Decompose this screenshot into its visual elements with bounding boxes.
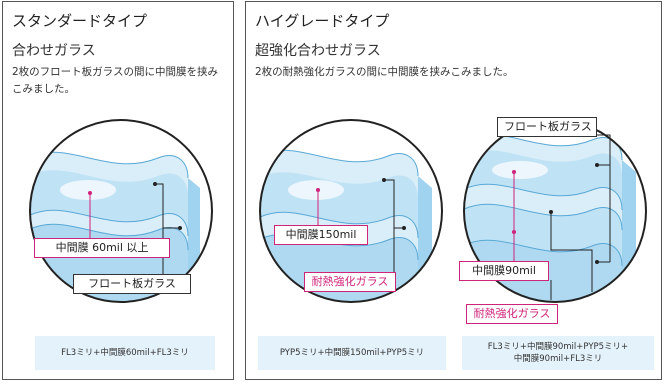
hg2-heat-glass-label: 耐熱強化ガラス: [466, 304, 558, 324]
standard-type-title: スタンダードタイプ: [12, 12, 148, 30]
hg1-spec-box: PYP5ミリ+中間膜150mil+PYP5ミリ: [258, 336, 446, 370]
high-grade-description: 2枚の耐熱強化ガラスの間に中間膜を挟みこみました。: [255, 66, 514, 78]
hg1-heat-glass-label: 耐熱強化ガラス: [304, 272, 396, 292]
hg2-spec-box: FL3ミリ+中間膜90mil+PYP5ミリ+ 中間膜90mil+FL3ミリ: [462, 336, 654, 370]
standard-glass-name: 合わせガラス: [12, 43, 96, 59]
standard-interlayer-label: 中間膜 60mil 以上: [34, 238, 170, 258]
hg2-spec-line1: FL3ミリ+中間膜90mil+PYP5ミリ+: [487, 342, 629, 352]
hg2-spec-line2: 中間膜90mil+FL3ミリ: [513, 354, 603, 364]
hg2-interlayer-label: 中間膜90mil: [459, 261, 549, 281]
high-grade-type-title: ハイグレードタイプ: [255, 12, 390, 30]
hg2-float-glass-label: フロート板ガラス: [497, 117, 597, 137]
high-grade-90mil-diagram: [463, 119, 647, 303]
standard-description: 2枚のフロート板ガラスの間に中間膜を挟みこみました。: [12, 66, 218, 95]
hg1-spec-text: PYP5ミリ+中間膜150mil+PYP5ミリ: [279, 348, 425, 358]
hg1-interlayer-label: 中間膜150mil: [274, 225, 368, 245]
standard-float-glass-label: フロート板ガラス: [73, 274, 191, 294]
standard-spec-text: FL3ミリ+中間膜60mil+FL3ミリ: [61, 348, 189, 358]
high-grade-glass-name: 超強化合わせガラス: [255, 43, 381, 59]
standard-spec-box: FL3ミリ+中間膜60mil+FL3ミリ: [35, 336, 215, 370]
